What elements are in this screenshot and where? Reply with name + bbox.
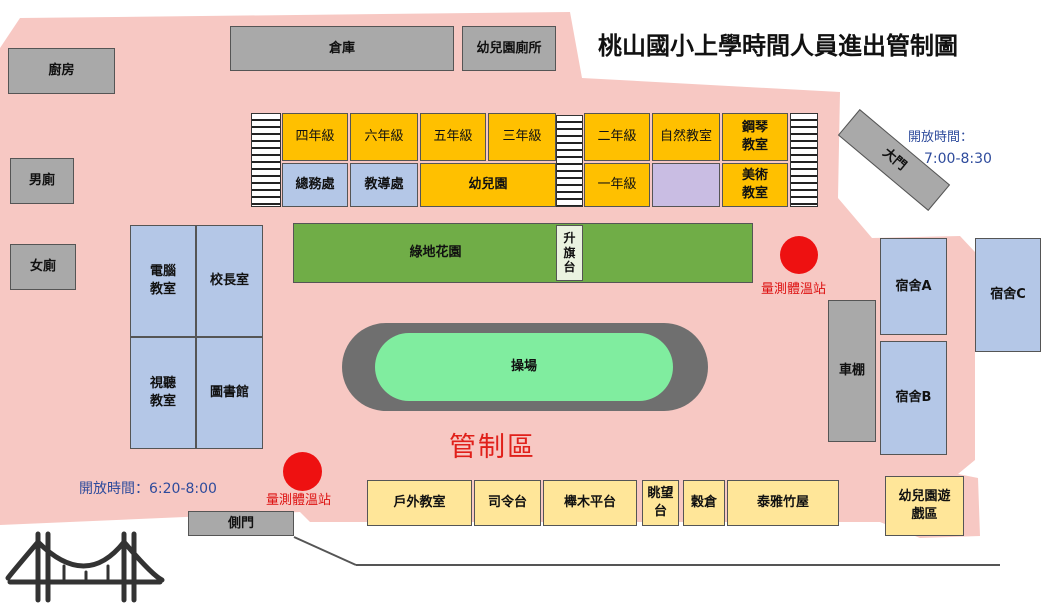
grade1-classroom: 一年級	[584, 163, 650, 207]
temp-station-label: 量測體溫站	[761, 282, 827, 297]
stairs-left	[251, 113, 281, 207]
computer-classroom: 電腦 教室	[130, 225, 196, 337]
bridge-icon	[5, 531, 165, 603]
science-classroom: 自然教室	[652, 113, 720, 161]
stairs-right	[790, 113, 818, 207]
warehouse: 倉庫	[230, 26, 454, 71]
principal-office: 校長室	[196, 225, 263, 337]
womens-toilet: 女廁	[10, 244, 76, 290]
grade2-classroom: 二年級	[584, 113, 650, 161]
temp-station-label: 量測體溫站	[266, 493, 332, 508]
kindergarten-toilet: 幼兒園廁所	[462, 26, 556, 71]
piano-classroom: 鋼琴 教室	[722, 113, 788, 161]
bike-shed: 車棚	[828, 300, 876, 442]
library: 圖書館	[196, 337, 263, 449]
grade3-classroom: 三年級	[488, 113, 556, 161]
grade6-classroom: 六年級	[350, 113, 418, 161]
dorm-c: 宿舍C	[975, 238, 1041, 352]
grade5-classroom: 五年級	[420, 113, 486, 161]
controlled-zone-label: 管制區	[449, 432, 536, 463]
road-line	[293, 536, 357, 566]
mens-toilet: 男廁	[10, 158, 74, 204]
av-classroom: 視聽 教室	[130, 337, 196, 449]
stairs-middle	[556, 115, 583, 207]
art-classroom: 美術 教室	[722, 163, 788, 207]
unlabeled-room	[652, 163, 720, 207]
kitchen: 廚房	[8, 48, 115, 94]
grade4-classroom: 四年級	[282, 113, 348, 161]
side-gate-hours: 開放時間：6:20-8:00	[79, 481, 217, 497]
podium: 司令台	[474, 480, 541, 526]
taiya-bamboo-house: 泰雅竹屋	[727, 480, 839, 526]
map-title: 桃山國小上學時間人員進出管制圖	[598, 32, 958, 60]
general-affairs-office: 總務處	[282, 163, 348, 207]
kindergarten-building: 幼兒園	[420, 163, 556, 207]
playground: 操場	[375, 333, 673, 401]
flagpole-platform: 升 旗 台	[556, 225, 583, 281]
main-gate-hours-label: 開放時間：	[908, 130, 974, 145]
side-gate: 側門	[188, 511, 294, 536]
beech-platform: 櫸木平台	[543, 480, 637, 526]
watch-platform: 眺望 台	[642, 480, 679, 526]
guidance-office: 教導處	[350, 163, 418, 207]
temp-station-marker	[780, 236, 818, 274]
main-gate-hours-time: 7:00-8:30	[924, 151, 992, 167]
grain-storage: 穀倉	[683, 480, 725, 526]
dorm-b: 宿舍B	[880, 341, 947, 455]
outdoor-classroom: 戶外教室	[367, 480, 472, 526]
temp-station-marker	[283, 452, 322, 491]
garden: 綠地花園	[293, 223, 753, 283]
dorm-a: 宿舍A	[880, 238, 947, 335]
kindergarten-play-area: 幼兒園遊 戲區	[885, 476, 964, 536]
